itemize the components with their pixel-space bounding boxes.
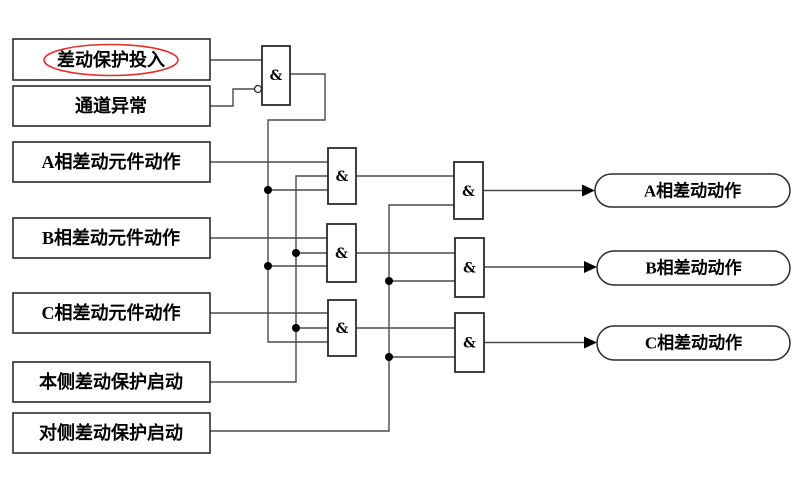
input-box-rect [12, 141, 211, 183]
output-label: B相差动动作 [645, 258, 741, 278]
arrowhead-icon [582, 184, 595, 197]
and-gate-rect [454, 237, 485, 298]
input-box-phase-b-element: B相差动元件动作 [12, 217, 211, 259]
output-stadium-rect [596, 325, 791, 361]
and-gate-enable: & [261, 45, 291, 106]
output-stadium-rect [596, 250, 791, 286]
wire-remote-start-trunk [210, 204, 455, 432]
and-gate-symbol: & [463, 261, 476, 277]
output-stadium-phase-c: C相差动动作 [596, 325, 791, 361]
input-box-phase-c-element: C相差动元件动作 [12, 292, 211, 334]
and-gate-rect [327, 299, 357, 357]
and-gate-symbol: & [462, 184, 475, 200]
and-gate-output-b: & [454, 237, 485, 298]
junction-dot [292, 249, 300, 257]
and-gate-rect [326, 223, 357, 283]
input-label: 本侧差动保护启动 [39, 371, 183, 392]
junction-dot [264, 186, 272, 194]
input-box-local-start: 本侧差动保护启动 [12, 361, 211, 403]
wires [210, 59, 587, 432]
junction-dots [264, 186, 393, 361]
input-label: B相差动元件动作 [42, 227, 180, 248]
arrowhead-icon [584, 261, 597, 273]
and-gate-symbol: & [335, 246, 348, 262]
output-stadium-phase-b: B相差动动作 [596, 250, 791, 286]
junction-dot [385, 277, 393, 285]
arrowheads [582, 184, 597, 349]
output-stadium-phase-a: A相差动动作 [594, 173, 791, 208]
and-gate-symbol: & [336, 169, 349, 185]
not-bubble-icon [253, 84, 263, 94]
wire-channel-abnormal [210, 88, 254, 107]
and-gate-phase-b: & [326, 223, 357, 283]
and-gate-rect [261, 45, 291, 106]
and-gate-phase-c: & [327, 299, 357, 357]
and-gate-rect [454, 312, 485, 373]
input-box-rect [12, 412, 211, 454]
and-gate-output-a: & [453, 161, 484, 220]
junction-dot [385, 353, 393, 361]
and-gate-rect [453, 161, 484, 220]
input-label: A相差动元件动作 [42, 151, 181, 172]
input-box-rect [12, 361, 211, 403]
and-gate-phase-a: & [327, 147, 357, 205]
wire-local-start-trunk [210, 175, 328, 383]
and-gate-symbol: & [336, 321, 349, 337]
input-box-rect [12, 292, 211, 334]
input-box-protection-enable: 差动保护投入 [12, 38, 211, 81]
junction-dot [292, 324, 300, 332]
input-label: 差动保护投入 [57, 49, 165, 70]
wire-enable-gate-out-trunk [267, 73, 328, 343]
input-label: 通道异常 [75, 95, 147, 116]
junction-dot [264, 262, 272, 270]
input-label: C相差动元件动作 [42, 302, 181, 323]
input-box-rect [12, 85, 211, 127]
input-label: 对侧差动保护启动 [39, 422, 183, 443]
and-gate-rect [327, 147, 357, 205]
output-label: C相差动动作 [645, 333, 742, 353]
input-box-rect [12, 217, 211, 259]
output-label: A相差动动作 [644, 181, 741, 201]
and-gate-symbol: & [270, 68, 283, 84]
input-box-channel-abnormal: 通道异常 [12, 85, 211, 127]
highlight-ellipse-icon [43, 43, 179, 77]
and-gate-output-c: & [454, 312, 485, 373]
arrowhead-icon [584, 336, 597, 349]
input-box-remote-start: 对侧差动保护启动 [12, 412, 211, 454]
and-gate-symbol: & [463, 336, 476, 352]
output-stadium-rect [594, 173, 791, 208]
input-box-phase-a-element: A相差动元件动作 [12, 141, 211, 183]
